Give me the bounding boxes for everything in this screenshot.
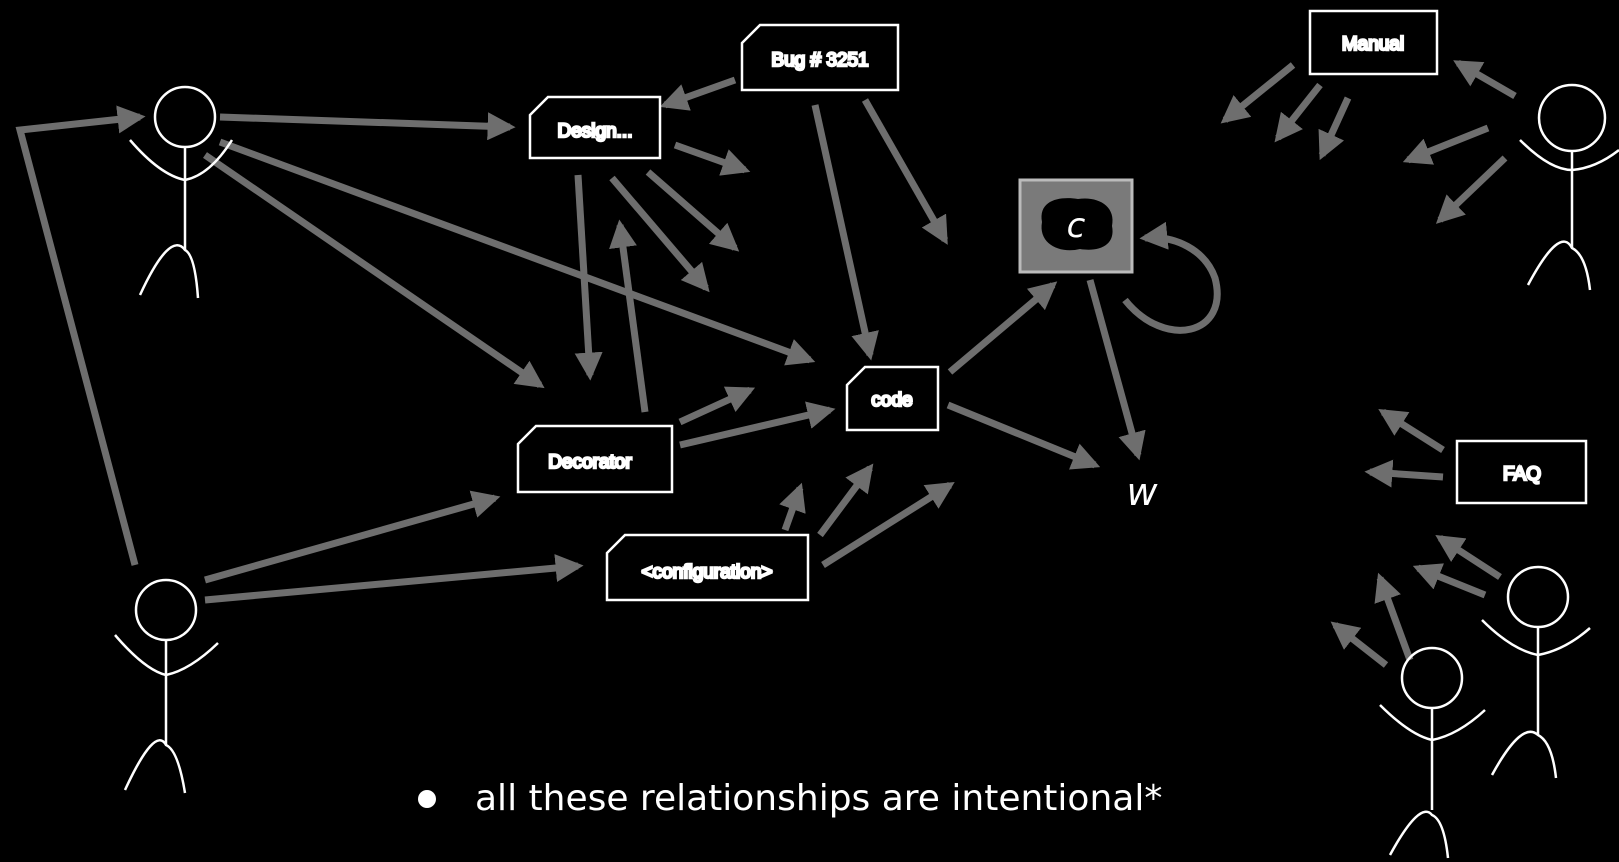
arrow [1435, 534, 1502, 580]
arrow [1122, 221, 1221, 334]
arrow [1364, 459, 1444, 488]
code-box: code [845, 365, 940, 432]
design-label: Design... [558, 121, 633, 142]
arrow [609, 219, 649, 413]
arrow [946, 401, 1101, 470]
configuration-label: <configuration> [642, 562, 773, 583]
arrow [645, 169, 740, 252]
arrow [821, 482, 955, 568]
bug-box: Bug # 3251 [740, 23, 900, 92]
arrow [1378, 409, 1445, 453]
arrow [574, 174, 603, 381]
faq-label: FAQ [1503, 464, 1541, 485]
output-letter: w [1126, 470, 1158, 514]
person-top-right [1519, 83, 1619, 291]
arrow [1330, 621, 1389, 668]
decorator-box: Decorator [516, 424, 674, 494]
arrow-group [15, 59, 1517, 668]
arrow [811, 104, 879, 361]
arrow [203, 152, 545, 389]
arrow [1220, 62, 1296, 124]
arrow [861, 98, 949, 245]
decorator-label: Decorator [548, 452, 632, 473]
arrow [947, 281, 1058, 375]
arrow [678, 386, 756, 426]
manual-box: Manual [1308, 9, 1439, 76]
arrow [779, 482, 806, 532]
arrow [1274, 82, 1323, 143]
compiler-box: c [1018, 178, 1134, 274]
arrow [679, 401, 836, 449]
compiler-letter: c [1067, 206, 1086, 246]
bug-label: Bug # 3251 [771, 50, 868, 71]
arrow [218, 138, 816, 366]
arrow [204, 490, 501, 584]
arrow [204, 554, 584, 604]
bullet-dot [418, 790, 436, 808]
arrow [1453, 59, 1517, 100]
person-top-left [129, 85, 234, 299]
bullet-text: all these relationships are intentional* [475, 778, 1163, 819]
person-bottom-right-front [1379, 646, 1486, 859]
arrow [673, 141, 751, 176]
arrow [1435, 155, 1508, 224]
faq-box: FAQ [1455, 439, 1588, 505]
arrow [1412, 563, 1487, 599]
configuration-box: <configuration> [605, 533, 810, 602]
arrow [1086, 279, 1146, 461]
design-box: Design... [528, 95, 662, 160]
arrow [1374, 572, 1414, 662]
arrow [609, 175, 710, 293]
arrow [659, 76, 737, 111]
person-bottom-left [114, 578, 219, 794]
person-bottom-right-back [1481, 565, 1591, 779]
code-label: code [871, 390, 912, 411]
manual-label: Manual [1342, 34, 1404, 55]
arrow [15, 105, 146, 566]
arrow [817, 463, 874, 538]
arrow [219, 112, 516, 141]
arrow [1318, 96, 1352, 161]
arrow [1402, 124, 1490, 165]
